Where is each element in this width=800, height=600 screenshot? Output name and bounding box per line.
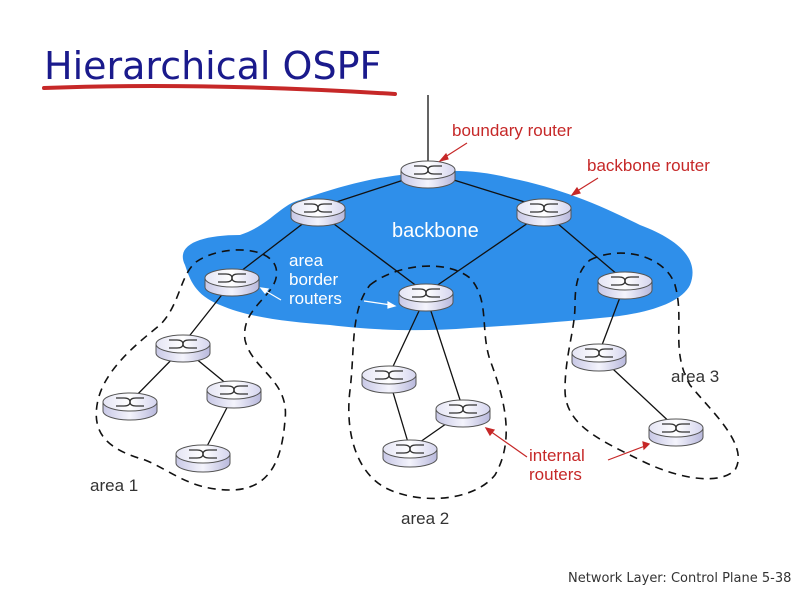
router-area1-a-icon xyxy=(155,334,211,363)
boundary-router-label: boundary router xyxy=(452,121,572,140)
router-area-border-3-icon xyxy=(597,271,653,300)
router-boundary-icon xyxy=(400,160,456,189)
slide-footer: Network Layer: Control Plane 5-38 xyxy=(568,571,792,586)
router-area3-b-icon xyxy=(648,418,704,447)
area1-outline xyxy=(95,249,287,491)
slide-title: Hierarchical OSPF xyxy=(44,44,382,88)
backbone-label: backbone xyxy=(392,220,479,242)
area-border-arrows xyxy=(259,287,397,309)
router-backbone-right-icon xyxy=(516,198,572,227)
area-outlines xyxy=(95,249,739,500)
backbone-router-label: backbone router xyxy=(587,156,710,175)
router-area1-d-icon xyxy=(175,444,231,473)
area-border-label-line3: routers xyxy=(289,289,342,308)
title-underline xyxy=(42,84,397,96)
area-border-label-line1: area xyxy=(289,251,324,270)
router-area1-b-icon xyxy=(102,392,158,421)
router-backbone-left-icon xyxy=(290,198,346,227)
router-area3-a-icon xyxy=(571,343,627,372)
internal-routers-label-line2: routers xyxy=(529,465,582,484)
router-area-border-2-icon xyxy=(398,283,454,312)
router-area2-a-icon xyxy=(361,365,417,394)
router-area2-b-icon xyxy=(435,399,491,428)
area1-label: area 1 xyxy=(90,476,138,495)
area3-label: area 3 xyxy=(671,367,719,386)
area2-outline xyxy=(347,265,507,500)
router-area1-c-icon xyxy=(206,380,262,409)
area3-outline xyxy=(564,252,739,480)
internal-routers-label-line1: internal xyxy=(529,446,585,465)
router-area2-c-icon xyxy=(382,439,438,468)
annotation-arrows xyxy=(438,142,651,461)
area2-label: area 2 xyxy=(401,509,449,528)
router-area-border-1-icon xyxy=(204,268,260,297)
area-border-label-line2: border xyxy=(289,270,338,289)
